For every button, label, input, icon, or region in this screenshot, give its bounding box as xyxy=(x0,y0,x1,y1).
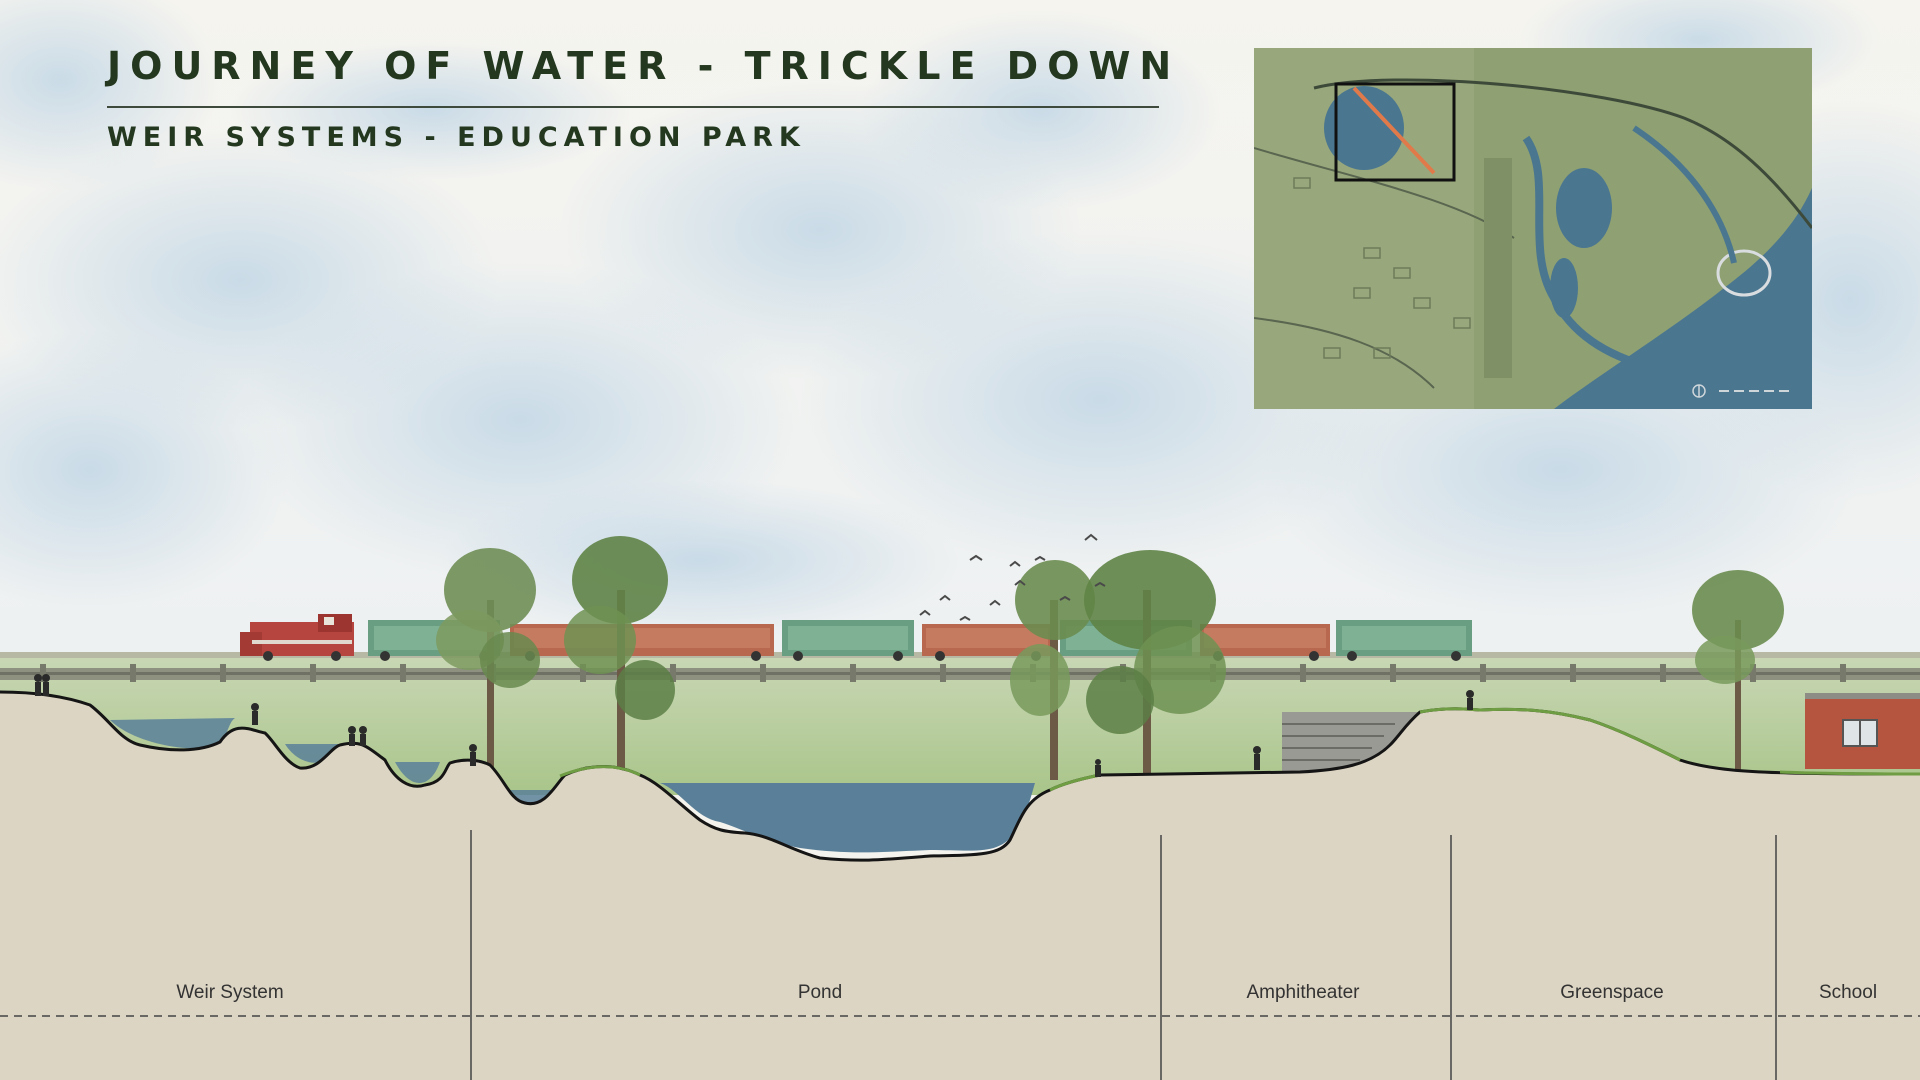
bird-flock-icon xyxy=(919,533,1106,621)
zone-label-school: School xyxy=(1818,982,1878,1003)
section-cut-marker xyxy=(1352,86,1436,175)
person-icon xyxy=(1466,690,1474,710)
person-icon xyxy=(469,744,477,766)
zone-dividers xyxy=(470,830,1777,1080)
tree-icon xyxy=(1692,570,1784,770)
zone-label-weir-system: Weir System xyxy=(176,982,284,1003)
freight-car-icon xyxy=(510,624,774,661)
person-icon xyxy=(1095,759,1101,777)
freight-car-icon xyxy=(782,620,914,661)
zone-label-pond: Pond xyxy=(797,982,843,1003)
tree-icon xyxy=(564,536,675,770)
tree-icon xyxy=(1084,550,1226,775)
north-arrow-icon xyxy=(1692,384,1706,398)
freight-car-icon xyxy=(1336,620,1472,661)
person-icon xyxy=(251,703,259,725)
title-divider xyxy=(107,106,1159,108)
train-locomotive-icon xyxy=(240,614,354,661)
water-bodies xyxy=(110,718,1035,853)
tree-icon xyxy=(436,548,540,770)
zone-label-amphitheater: Amphitheater xyxy=(1246,982,1360,1003)
page-subtitle: WEIR SYSTEMS - EDUCATION PARK xyxy=(107,122,806,153)
ground-section xyxy=(0,692,1920,1080)
school-building-icon xyxy=(1805,693,1920,769)
map-river xyxy=(1554,188,1812,409)
person-icon xyxy=(34,674,50,696)
person-icon xyxy=(348,726,367,746)
freight-car-icon xyxy=(1200,624,1330,661)
zone-label-greenspace: Greenspace xyxy=(1560,982,1664,1003)
page-title: JOURNEY OF WATER - TRICKLE DOWN xyxy=(107,44,1181,88)
site-key-map xyxy=(1254,48,1812,409)
site-focus-box xyxy=(1334,82,1456,182)
tree-icon xyxy=(1010,560,1095,780)
person-icon xyxy=(1253,746,1261,770)
grass-edges xyxy=(559,707,1920,792)
